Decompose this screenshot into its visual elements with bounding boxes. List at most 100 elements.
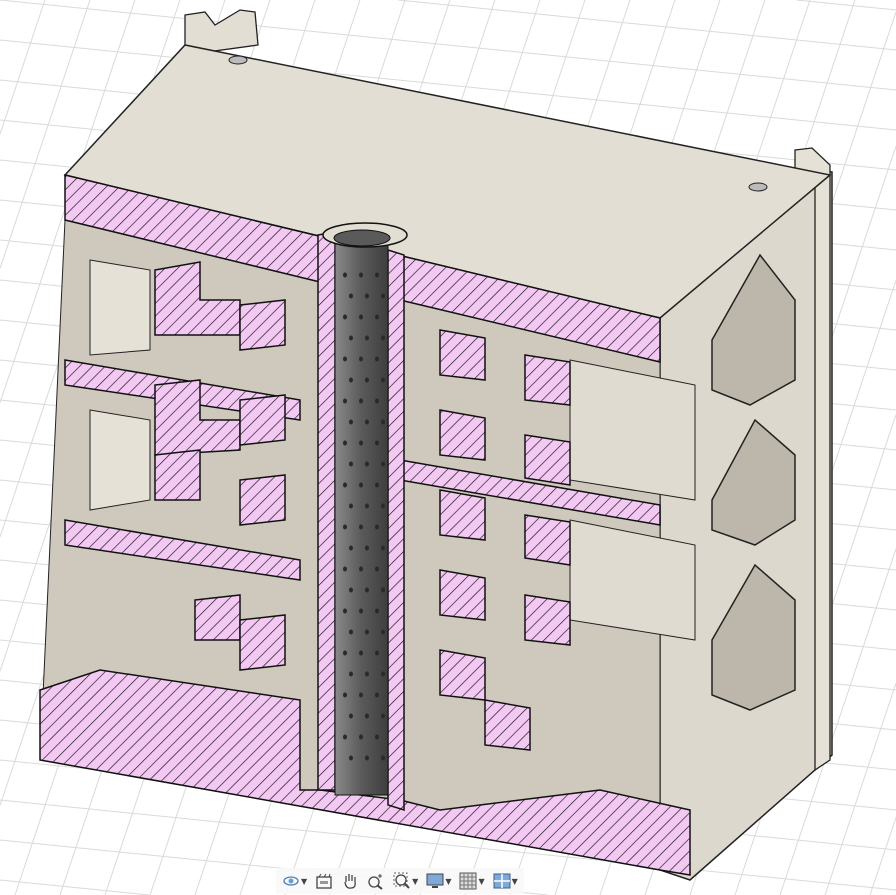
grid-line <box>0 0 46 135</box>
perforation-hole <box>359 482 363 488</box>
perforation-hole <box>359 650 363 656</box>
perforation-hole <box>343 482 347 488</box>
perforation-hole <box>365 755 369 761</box>
perforation-hole <box>349 545 353 551</box>
perforation-hole <box>349 755 353 761</box>
perforation-hole <box>349 671 353 677</box>
grid-icon <box>459 872 477 890</box>
perforation-hole <box>375 398 379 404</box>
perforation-hole <box>349 713 353 719</box>
grid-line <box>398 0 896 51</box>
perforation-hole <box>359 356 363 362</box>
perforation-hole <box>359 272 363 278</box>
perforation-hole <box>343 650 347 656</box>
grid-line <box>0 39 896 131</box>
perforation-hole <box>359 608 363 614</box>
perforation-hole <box>381 293 385 299</box>
perforation-hole <box>381 335 385 341</box>
right-pocket <box>569 519 696 641</box>
viewports-icon <box>493 873 511 889</box>
chevron-down-icon: ▼ <box>412 876 419 886</box>
perforation-hole <box>381 503 385 509</box>
chevron-down-icon: ▼ <box>511 876 518 886</box>
perforation-hole <box>349 377 353 383</box>
perforation-hole <box>381 713 385 719</box>
perforation-hole <box>365 461 369 467</box>
perforation-hole <box>381 755 385 761</box>
perforation-hole <box>365 377 369 383</box>
look-at-button[interactable] <box>313 870 335 892</box>
perforation-hole <box>349 629 353 635</box>
perforation-hole <box>375 692 379 698</box>
right-pocket <box>569 359 696 501</box>
perforation-hole <box>349 587 353 593</box>
perforation-hole <box>343 398 347 404</box>
look-at-icon <box>316 873 332 889</box>
display-settings-button[interactable]: ▼ <box>424 870 453 892</box>
perforation-hole <box>375 650 379 656</box>
perforation-hole <box>359 440 363 446</box>
perforation-hole <box>375 608 379 614</box>
perforation-hole <box>381 671 385 677</box>
perforation-hole <box>349 293 353 299</box>
perforation-hole <box>359 734 363 740</box>
zoom-icon <box>368 874 383 890</box>
perforation-hole <box>381 629 385 635</box>
left-pocket <box>89 409 151 511</box>
grid-line <box>0 799 896 891</box>
perforation-hole <box>375 524 379 530</box>
perforation-hole <box>365 503 369 509</box>
chevron-down-icon: ▼ <box>445 876 452 886</box>
perforation-hole <box>343 566 347 572</box>
perforation-hole <box>381 377 385 383</box>
perforation-hole <box>343 734 347 740</box>
perforation-hole <box>349 419 353 425</box>
perforation-hole <box>343 608 347 614</box>
zoom-window-icon <box>393 872 410 889</box>
perforation-hole <box>365 545 369 551</box>
zoom-window-button[interactable]: ▼ <box>391 870 420 892</box>
tube-bore <box>333 229 391 247</box>
perforation-hole <box>375 482 379 488</box>
left-pocket <box>89 259 151 356</box>
perforation-hole <box>375 272 379 278</box>
grid-line <box>796 0 896 11</box>
perforation-hole <box>359 566 363 572</box>
orbit-icon <box>283 876 299 886</box>
mount-hole <box>228 55 248 65</box>
perforation-hole <box>359 398 363 404</box>
navigation-toolbar: ▼ ▼ ▼ ▼ ▼ <box>276 868 524 894</box>
perforation-hole <box>343 272 347 278</box>
mount-hole <box>748 182 768 192</box>
viewports-button[interactable]: ▼ <box>491 870 520 892</box>
grid-settings-button[interactable]: ▼ <box>457 870 486 892</box>
grid-line <box>0 879 150 895</box>
perforation-hole <box>343 440 347 446</box>
perforation-hole <box>365 713 369 719</box>
chevron-down-icon: ▼ <box>301 876 308 886</box>
zoom-button[interactable] <box>365 870 387 892</box>
grid-line <box>779 548 896 895</box>
perforation-hole <box>349 461 353 467</box>
perforation-hole <box>343 356 347 362</box>
pan-hand-icon <box>344 874 356 889</box>
perforation-hole <box>359 524 363 530</box>
pan-button[interactable] <box>339 870 361 892</box>
perforation-hole <box>359 314 363 320</box>
perforation-hole <box>349 503 353 509</box>
perforation-hole <box>381 461 385 467</box>
perforation-hole <box>375 440 379 446</box>
perforation-hole <box>359 692 363 698</box>
perforation-hole <box>375 314 379 320</box>
perforation-hole <box>365 671 369 677</box>
perforation-hole <box>343 692 347 698</box>
perforation-hole <box>375 734 379 740</box>
perforation-hole <box>365 419 369 425</box>
perforation-hole <box>349 335 353 341</box>
perforation-hole <box>365 629 369 635</box>
grid-line <box>824 683 896 895</box>
grid-line <box>0 0 896 91</box>
orbit-button[interactable]: ▼ <box>280 870 309 892</box>
perforation-hole <box>365 293 369 299</box>
